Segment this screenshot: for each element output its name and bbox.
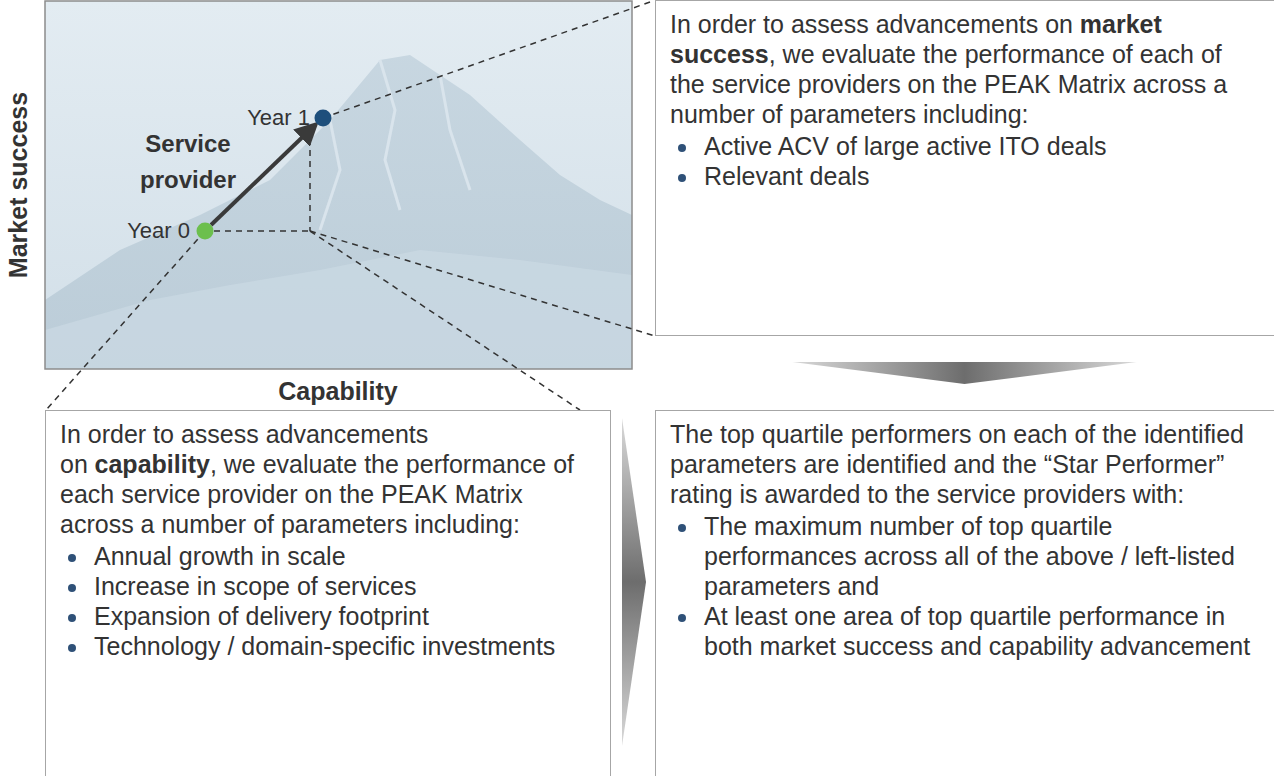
paragraph: In order to assess advancements onmarket… bbox=[670, 9, 1257, 129]
year0-dot bbox=[197, 223, 214, 240]
mountain bbox=[45, 55, 632, 369]
callout-lines bbox=[46, 2, 655, 410]
bullet-item: Technology / domain-specific investments bbox=[90, 631, 588, 661]
chart-frame bbox=[45, 1, 632, 369]
mountain-ridges bbox=[320, 60, 470, 230]
bullet-item: Relevant deals bbox=[700, 161, 1257, 191]
year-label: Year 1 bbox=[228, 103, 310, 133]
year1-dot bbox=[315, 110, 332, 127]
bullet-list: Annual growth in scaleIncrease in scope … bbox=[60, 541, 588, 661]
star-performer-box: The top quartile performers on each of t… bbox=[655, 410, 1274, 776]
flow-arrow bbox=[622, 418, 646, 746]
bullet-item: Active ACV of large active ITO deals bbox=[700, 131, 1257, 161]
body-text: The top quartile performers on each of t… bbox=[670, 420, 1244, 508]
body-text: In order to assess advancements on bbox=[670, 10, 1073, 38]
bullet-item: Expansion of delivery footprint bbox=[90, 601, 588, 631]
flow-arrow bbox=[793, 362, 1137, 384]
axis-label: Capability bbox=[188, 376, 488, 406]
paragraph: In order to assess advancements oncapabi… bbox=[60, 419, 588, 539]
bullet-list: The maximum number of top quartile perfo… bbox=[670, 511, 1257, 661]
paragraph: The top quartile performers on each of t… bbox=[670, 419, 1257, 509]
bullet-item: The maximum number of top quartile perfo… bbox=[700, 511, 1257, 601]
foothills bbox=[45, 250, 632, 369]
series-label: Service provider bbox=[120, 126, 256, 198]
market-success-box: In order to assess advancements onmarket… bbox=[655, 0, 1274, 336]
capability-box: In order to assess advancements oncapabi… bbox=[45, 410, 611, 776]
bullet-item: Increase in scope of services bbox=[90, 571, 588, 601]
sky bbox=[45, 1, 632, 369]
bullet-item: At least one area of top quartile perfor… bbox=[700, 601, 1257, 661]
bullet-list: Active ACV of large active ITO dealsRele… bbox=[670, 131, 1257, 191]
bullet-item: Annual growth in scale bbox=[90, 541, 588, 571]
year-label: Year 0 bbox=[100, 216, 190, 246]
body-text: capability bbox=[95, 450, 210, 478]
axis-label: Market success bbox=[3, 35, 33, 335]
